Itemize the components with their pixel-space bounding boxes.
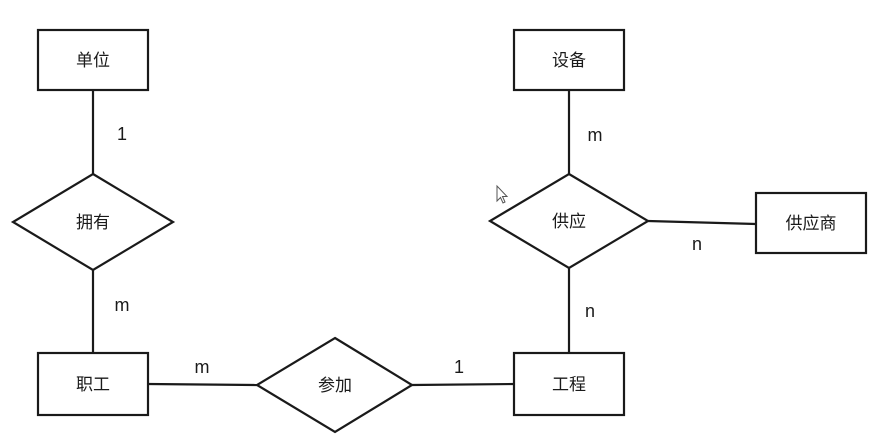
entity-unit-label: 单位 bbox=[76, 51, 110, 71]
entity-supplier[interactable]: 供应商 bbox=[754, 191, 868, 255]
entity-project-label: 工程 bbox=[552, 375, 586, 395]
relationship-participates[interactable]: 参加 bbox=[254, 336, 415, 434]
relationship-supplies[interactable]: 供应 bbox=[487, 172, 651, 270]
relationship-owns-label: 拥有 bbox=[76, 213, 110, 233]
cardinality-owns-employee: m bbox=[115, 295, 130, 315]
cardinality-supplies-supplier: n bbox=[692, 234, 702, 254]
cardinality-supplies-project: n bbox=[585, 301, 595, 321]
relationship-supplies-label: 供应 bbox=[552, 212, 586, 232]
cardinality-participates-project: 1 bbox=[454, 357, 464, 377]
entity-project[interactable]: 工程 bbox=[512, 351, 626, 417]
edge-supplies-supplier bbox=[647, 219, 757, 226]
entity-equipment[interactable]: 设备 bbox=[512, 28, 626, 92]
entity-equipment-label: 设备 bbox=[552, 51, 586, 71]
relationship-owns[interactable]: 拥有 bbox=[10, 172, 176, 272]
entity-employee[interactable]: 职工 bbox=[36, 351, 150, 417]
relationship-participates-label: 参加 bbox=[318, 376, 352, 396]
cardinality-equipment-supplies: m bbox=[588, 125, 603, 145]
entity-employee-label: 职工 bbox=[76, 375, 110, 395]
cardinality-employee-participates: m bbox=[195, 357, 210, 377]
mouse-pointer-icon bbox=[496, 184, 509, 204]
edge-participates-project bbox=[411, 382, 515, 387]
cardinality-unit-owns: 1 bbox=[117, 124, 127, 144]
entity-unit[interactable]: 单位 bbox=[36, 28, 150, 92]
entity-supplier-label: 供应商 bbox=[786, 214, 837, 234]
edge-employee-participates bbox=[147, 382, 258, 387]
